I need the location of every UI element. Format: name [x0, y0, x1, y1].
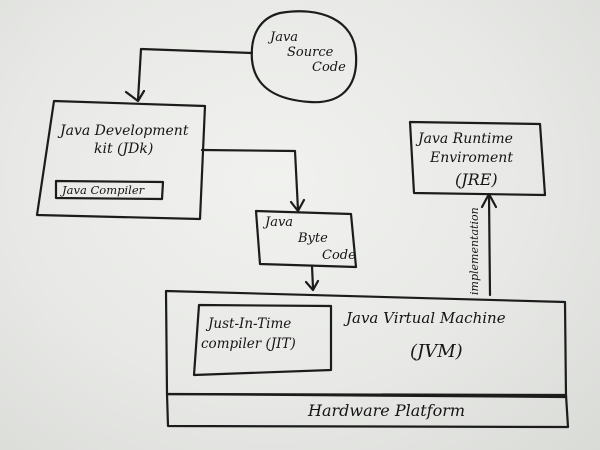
jre-node: [408, 120, 547, 197]
jvm-label-line2: (JVM): [410, 341, 463, 362]
bytecode-label-line2: Byte: [298, 231, 328, 246]
jre-label-line1: Java Runtime: [418, 131, 513, 147]
jit-label-line1: Just-In-Time: [208, 316, 292, 332]
edge-source-to-jdk: [136, 47, 254, 102]
jre-label-line2: Enviroment: [430, 150, 513, 166]
jvm-label-line1: Java Virtual Machine: [346, 309, 506, 327]
jit-label-line2: compiler (JIT): [201, 336, 296, 352]
edge-jdk-to-bytecode: [200, 148, 300, 212]
source-code-node: [250, 10, 358, 104]
java-compiler-label: Java Compiler: [62, 183, 145, 197]
jdk-label-line1: Java Development: [60, 123, 189, 139]
bytecode-node: [254, 209, 358, 269]
edge-implementation-label: implementation: [468, 207, 481, 295]
source-code-label-line1: Java: [270, 30, 299, 45]
arrowhead-jdk-to-bytecode: [289, 198, 306, 213]
jre-label-line3: (JRE): [455, 170, 498, 189]
arrowhead-jvm-to-jre: [480, 192, 498, 209]
edge-bytecode-to-jvm: [310, 264, 315, 290]
bytecode-label-line3: Code: [322, 248, 356, 263]
jdk-node: [35, 99, 207, 221]
arrowhead-bytecode-to-jvm: [304, 279, 320, 292]
arrowhead-source-to-jdk: [124, 89, 146, 103]
hardware-platform-label: Hardware Platform: [308, 401, 466, 420]
java-compiler-node: [54, 179, 165, 201]
source-code-label-line3: Code: [312, 60, 346, 75]
jdk-label-line2: kit (JDk): [94, 141, 154, 157]
jit-node: [192, 303, 333, 377]
source-code-label-line2: Source: [287, 45, 334, 60]
bytecode-label-line1: Java: [265, 215, 294, 230]
hardware-platform-node: [165, 392, 570, 429]
edge-jvm-to-jre: [487, 193, 492, 297]
